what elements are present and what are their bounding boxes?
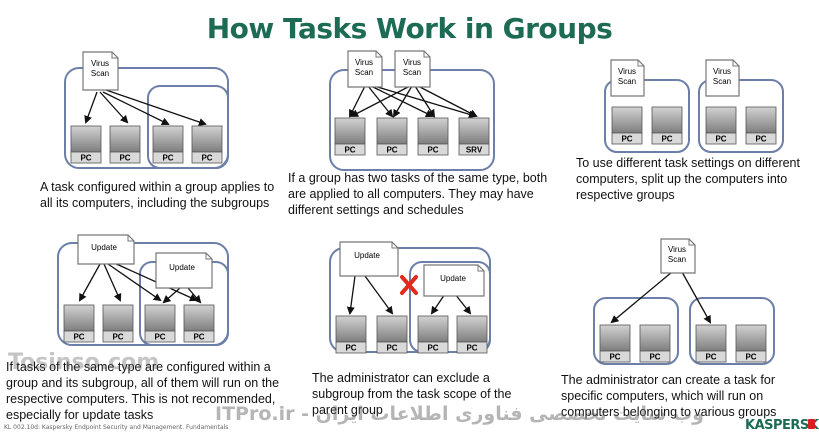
computer-label: SRV bbox=[466, 146, 483, 155]
computer-label: PC bbox=[112, 333, 123, 342]
computer-label: PC bbox=[466, 344, 477, 353]
pc-computer: PC bbox=[599, 324, 631, 363]
computer-label: PC bbox=[661, 135, 672, 144]
panel-5-diagram: Update Update PC PC PC PC bbox=[329, 241, 491, 354]
computer-label: PC bbox=[344, 146, 355, 155]
pc-computer: PC bbox=[334, 117, 366, 156]
kaspersky-lab-badge-icon bbox=[808, 419, 815, 429]
computer-label: PC bbox=[715, 135, 726, 144]
subgroup-box bbox=[147, 85, 229, 169]
kaspersky-logo: KASPERSKY bbox=[745, 418, 819, 433]
pc-computer: PC bbox=[63, 304, 95, 343]
pc-computer: PC bbox=[152, 125, 184, 164]
pc-computer: PC bbox=[417, 315, 449, 354]
computer-label: PC bbox=[609, 353, 620, 362]
panel-4-description: If tasks of the same type are configured… bbox=[6, 360, 280, 422]
panel-2-description: If a group has two tasks of the same typ… bbox=[288, 171, 548, 217]
panel-4-diagram: Update Update PC PC PC PC bbox=[57, 234, 229, 346]
group-box-right bbox=[689, 297, 775, 365]
pc-computer: PC bbox=[376, 117, 408, 156]
pc-computer: PC bbox=[745, 106, 777, 145]
footer-course-code: KL 002.10d: Kaspersky Endpoint Security … bbox=[4, 424, 229, 431]
task-update-parent: Update bbox=[339, 241, 399, 277]
pc-computer: PC bbox=[70, 125, 102, 164]
panel-5-description: The administrator can exclude a subgroup… bbox=[312, 371, 512, 417]
exclude-x-icon bbox=[400, 275, 418, 295]
update-label: Update bbox=[91, 243, 117, 252]
slide-title: How Tasks Work in Groups bbox=[206, 12, 613, 45]
update-label: Update bbox=[440, 274, 466, 283]
computer-label: PC bbox=[80, 154, 91, 163]
update-label: Update bbox=[169, 263, 195, 272]
watermark-tosinso: Tosinso.com bbox=[8, 350, 160, 375]
panel-6-description: The administrator can create a task for … bbox=[561, 373, 777, 419]
group-box-left bbox=[593, 297, 679, 365]
computer-label: PC bbox=[193, 333, 204, 342]
srv-computer: SRV bbox=[458, 117, 490, 156]
pc-computer: PC bbox=[102, 304, 134, 343]
pc-computer: PC bbox=[735, 324, 767, 363]
group-box-right bbox=[698, 79, 784, 153]
pc-computer: PC bbox=[417, 117, 449, 156]
computer-label: PC bbox=[427, 344, 438, 353]
watermark-itpro: ITPro.ir - وب سایت تخصصی فناوری اطلاعات … bbox=[215, 403, 704, 425]
panel-3-description: To use different task settings on differ… bbox=[576, 156, 800, 202]
computer-label: PC bbox=[755, 135, 766, 144]
pc-computer: PC bbox=[335, 315, 367, 354]
computer-label: PC bbox=[427, 146, 438, 155]
pc-computer: PC bbox=[191, 125, 223, 164]
task-update-subgroup: Update bbox=[155, 252, 213, 289]
pc-computer: PC bbox=[144, 304, 176, 343]
computer-label: PC bbox=[386, 146, 397, 155]
pc-computer: PC bbox=[456, 315, 488, 354]
subgroup-box bbox=[409, 261, 491, 353]
pc-computer: PC bbox=[611, 106, 643, 145]
computer-label: PC bbox=[621, 135, 632, 144]
computer-label: PC bbox=[345, 344, 356, 353]
task-update-parent: Update bbox=[77, 234, 135, 265]
panel-1-description: A task configured within a group applies… bbox=[40, 180, 275, 210]
computer-label: PC bbox=[745, 353, 756, 362]
group-box-left bbox=[604, 79, 690, 153]
computer-label: PC bbox=[649, 353, 660, 362]
task-update-subgroup: Update bbox=[423, 264, 485, 297]
pc-computer: PC bbox=[639, 324, 671, 363]
pc-computer: PC bbox=[109, 125, 141, 164]
pc-computer: PC bbox=[183, 304, 215, 343]
update-label: Update bbox=[354, 251, 380, 260]
pc-computer: PC bbox=[695, 324, 727, 363]
computer-label: PC bbox=[154, 333, 165, 342]
computer-label: PC bbox=[705, 353, 716, 362]
pc-computer: PC bbox=[651, 106, 683, 145]
computer-label: PC bbox=[119, 154, 130, 163]
computer-label: PC bbox=[386, 344, 397, 353]
pc-computer: PC bbox=[376, 315, 408, 354]
computer-label: PC bbox=[73, 333, 84, 342]
computer-label: PC bbox=[201, 154, 212, 163]
pc-computer: PC bbox=[705, 106, 737, 145]
computer-label: PC bbox=[162, 154, 173, 163]
